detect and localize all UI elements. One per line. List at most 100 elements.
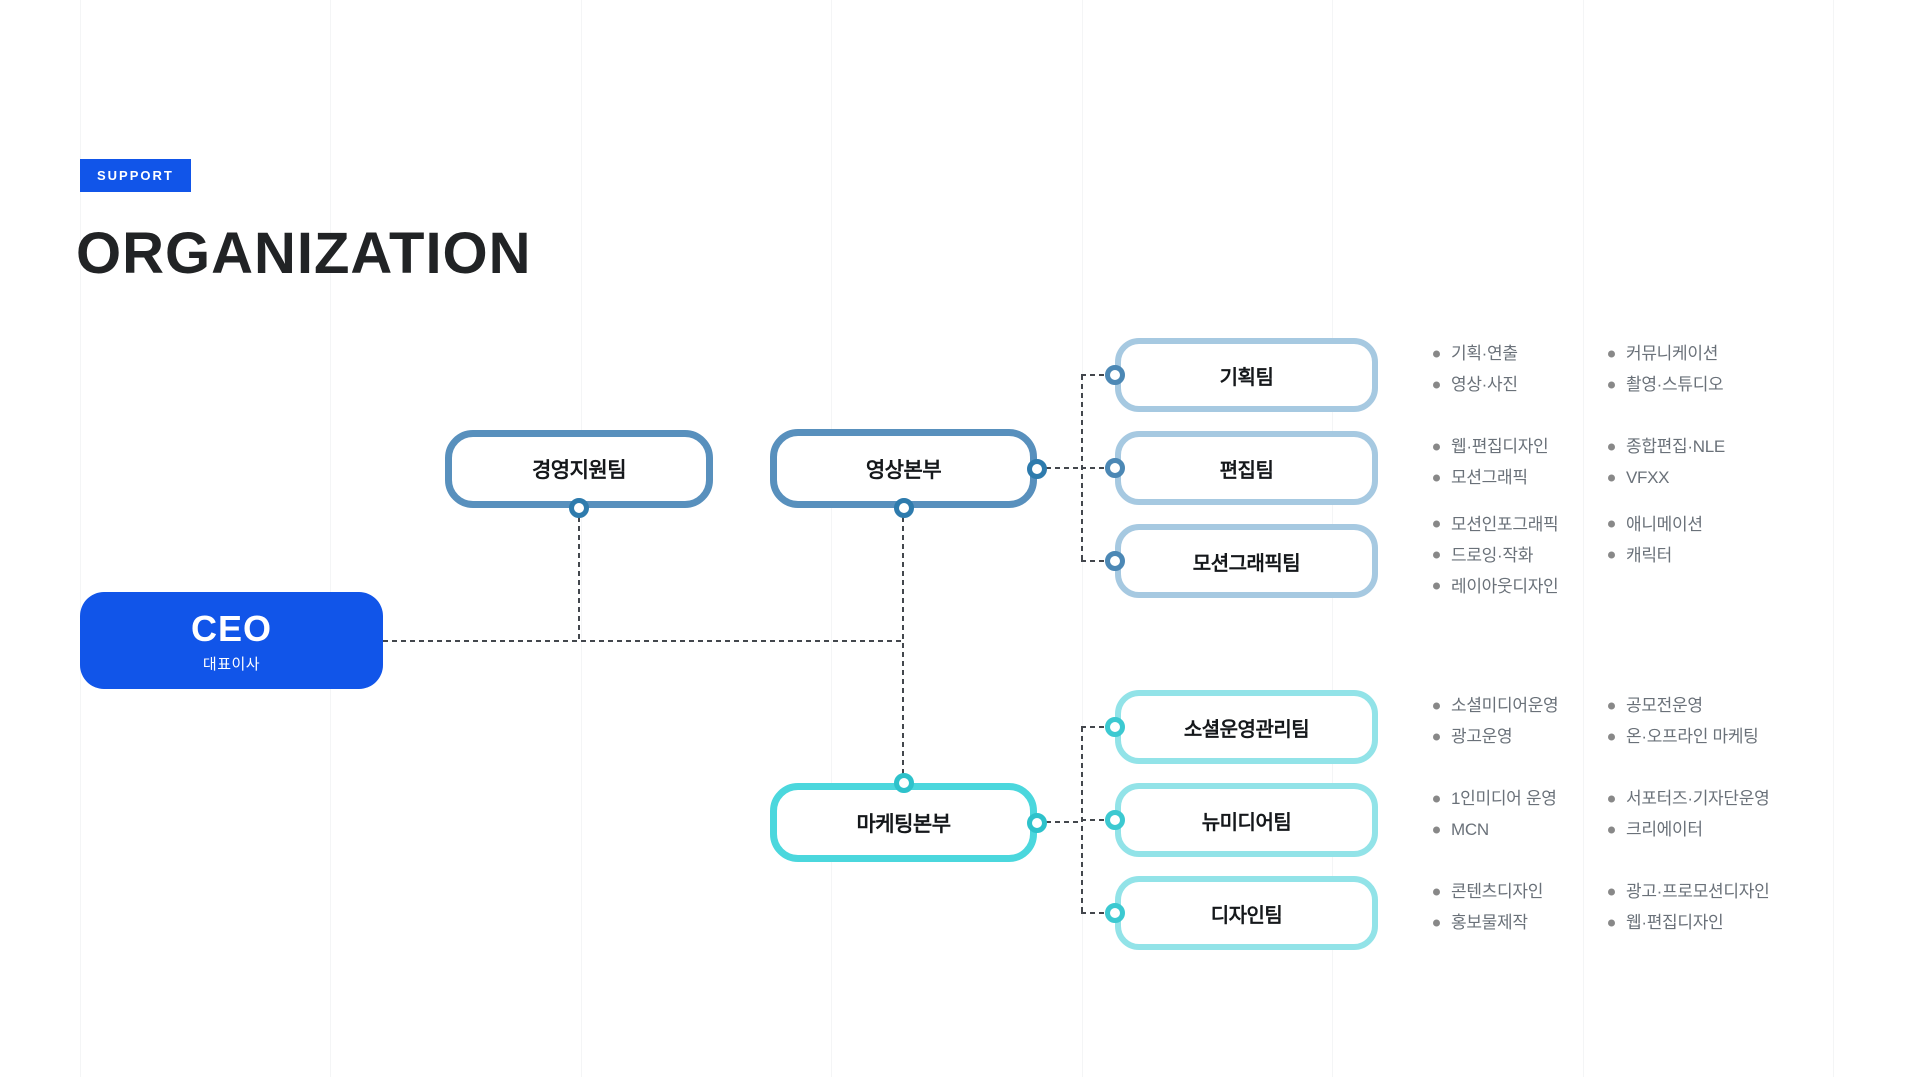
team-box: 편집팀 — [1115, 431, 1378, 505]
duty-item: 모션그래픽 — [1433, 462, 1608, 493]
video-division-node: 영상본부 — [770, 429, 1047, 518]
connector-dot — [1105, 365, 1125, 385]
section-badge: SUPPORT — [80, 159, 191, 192]
connector-dot — [1027, 812, 1047, 833]
grid-guide-line — [831, 0, 832, 1077]
team-label: 모션그래픽팀 — [1192, 552, 1301, 575]
support-team-node: 경영지원팀 — [445, 430, 713, 518]
marketing-division-label: 마케팅본부 — [856, 812, 951, 836]
team-label: 뉴미디어팀 — [1201, 811, 1292, 834]
duty-item: 홍보물제작 — [1433, 907, 1608, 938]
page-title: ORGANIZATION — [76, 221, 532, 286]
connector-dot — [1027, 458, 1047, 479]
team-node: 소셜운영관리팀 — [1081, 690, 1378, 764]
team-box: 기획팀 — [1115, 338, 1378, 412]
team-box: 디자인팀 — [1115, 876, 1378, 950]
duty-item: 레이아웃디자인 — [1433, 571, 1608, 602]
duty-item: 광고운영 — [1433, 721, 1608, 752]
duty-item: MCN — [1433, 814, 1608, 845]
duty-item: 온·오프라인 마케팅 — [1608, 721, 1759, 752]
connector-dot — [1105, 903, 1125, 923]
connector-stub — [1081, 726, 1115, 728]
duty-item: 영상·사진 — [1433, 369, 1608, 400]
connector-dot — [1105, 717, 1125, 737]
duty-item: 콘텐츠디자인 — [1433, 876, 1608, 907]
connector-video-branch-horizontal — [1037, 467, 1082, 469]
duty-item: 서포터즈·기자단운영 — [1608, 783, 1770, 814]
team-node: 기획팀 — [1081, 338, 1378, 412]
team-node: 편집팀 — [1081, 431, 1378, 505]
connector-stub — [1081, 912, 1115, 914]
team-label: 기획팀 — [1219, 366, 1274, 389]
video-division-box: 영상본부 — [770, 429, 1037, 508]
team-label: 디자인팀 — [1210, 904, 1283, 927]
connector-divisions-vertical — [902, 508, 904, 783]
connector-stub — [1081, 467, 1115, 469]
connector-dot — [1105, 810, 1125, 830]
duty-item: 웹·편집디자인 — [1608, 907, 1769, 938]
duty-item: 공모전운영 — [1608, 690, 1759, 721]
connector-stub — [1081, 374, 1115, 376]
team-node: 모션그래픽팀 — [1081, 524, 1378, 598]
team-label: 소셜운영관리팀 — [1183, 718, 1310, 741]
marketing-division-node: 마케팅본부 — [770, 773, 1047, 862]
ceo-box: CEO 대표이사 — [80, 592, 383, 689]
duty-item: 광고·프로모션디자인 — [1608, 876, 1770, 907]
duty-item: 드로잉·작화 — [1433, 540, 1608, 571]
duty-item: 소셜미디어운영 — [1433, 690, 1608, 721]
connector-dot — [893, 773, 914, 793]
duty-item: 캐릭터 — [1608, 540, 1703, 571]
ceo-subtitle: 대표이사 — [202, 655, 261, 673]
duty-item: 커뮤니케이션 — [1608, 338, 1723, 369]
ceo-title: CEO — [190, 607, 272, 649]
grid-guide-line — [80, 0, 81, 1077]
grid-guide-line — [330, 0, 331, 1077]
duty-item: 종합편집·NLE — [1608, 431, 1725, 462]
connector-dot — [1105, 551, 1125, 571]
support-team-label: 경영지원팀 — [531, 459, 627, 482]
connector-dot — [893, 498, 914, 518]
connector-stub — [1081, 560, 1115, 562]
duty-item: VFXX — [1608, 462, 1725, 493]
video-division-label: 영상본부 — [865, 458, 942, 482]
duty-item: 크리에이터 — [1608, 814, 1769, 845]
connector-support-vertical — [578, 508, 580, 641]
connector-dot — [569, 498, 589, 518]
duty-item: 기획·연출 — [1433, 338, 1608, 369]
support-team-box: 경영지원팀 — [445, 430, 713, 508]
marketing-division-box: 마케팅본부 — [770, 783, 1037, 862]
team-node: 디자인팀 — [1081, 876, 1378, 950]
connector-ceo-horizontal — [383, 640, 903, 642]
grid-guide-line — [581, 0, 582, 1077]
connector-dot — [1105, 458, 1125, 478]
duty-item: 1인미디어 운영 — [1433, 783, 1608, 814]
duty-item: 촬영·스튜디오 — [1608, 369, 1724, 400]
duty-item: 웹·편집디자인 — [1433, 431, 1608, 462]
team-box: 모션그래픽팀 — [1115, 524, 1378, 598]
duty-item: 모션인포그래픽 — [1433, 509, 1608, 540]
team-box: 뉴미디어팀 — [1115, 783, 1378, 857]
team-node: 뉴미디어팀 — [1081, 783, 1378, 857]
grid-guide-line — [1833, 0, 1834, 1077]
team-box: 소셜운영관리팀 — [1115, 690, 1378, 764]
connector-stub — [1081, 819, 1115, 821]
connector-marketing-branch-horizontal — [1037, 821, 1082, 823]
duty-item: 애니메이션 — [1608, 509, 1703, 540]
team-label: 편집팀 — [1219, 459, 1274, 482]
